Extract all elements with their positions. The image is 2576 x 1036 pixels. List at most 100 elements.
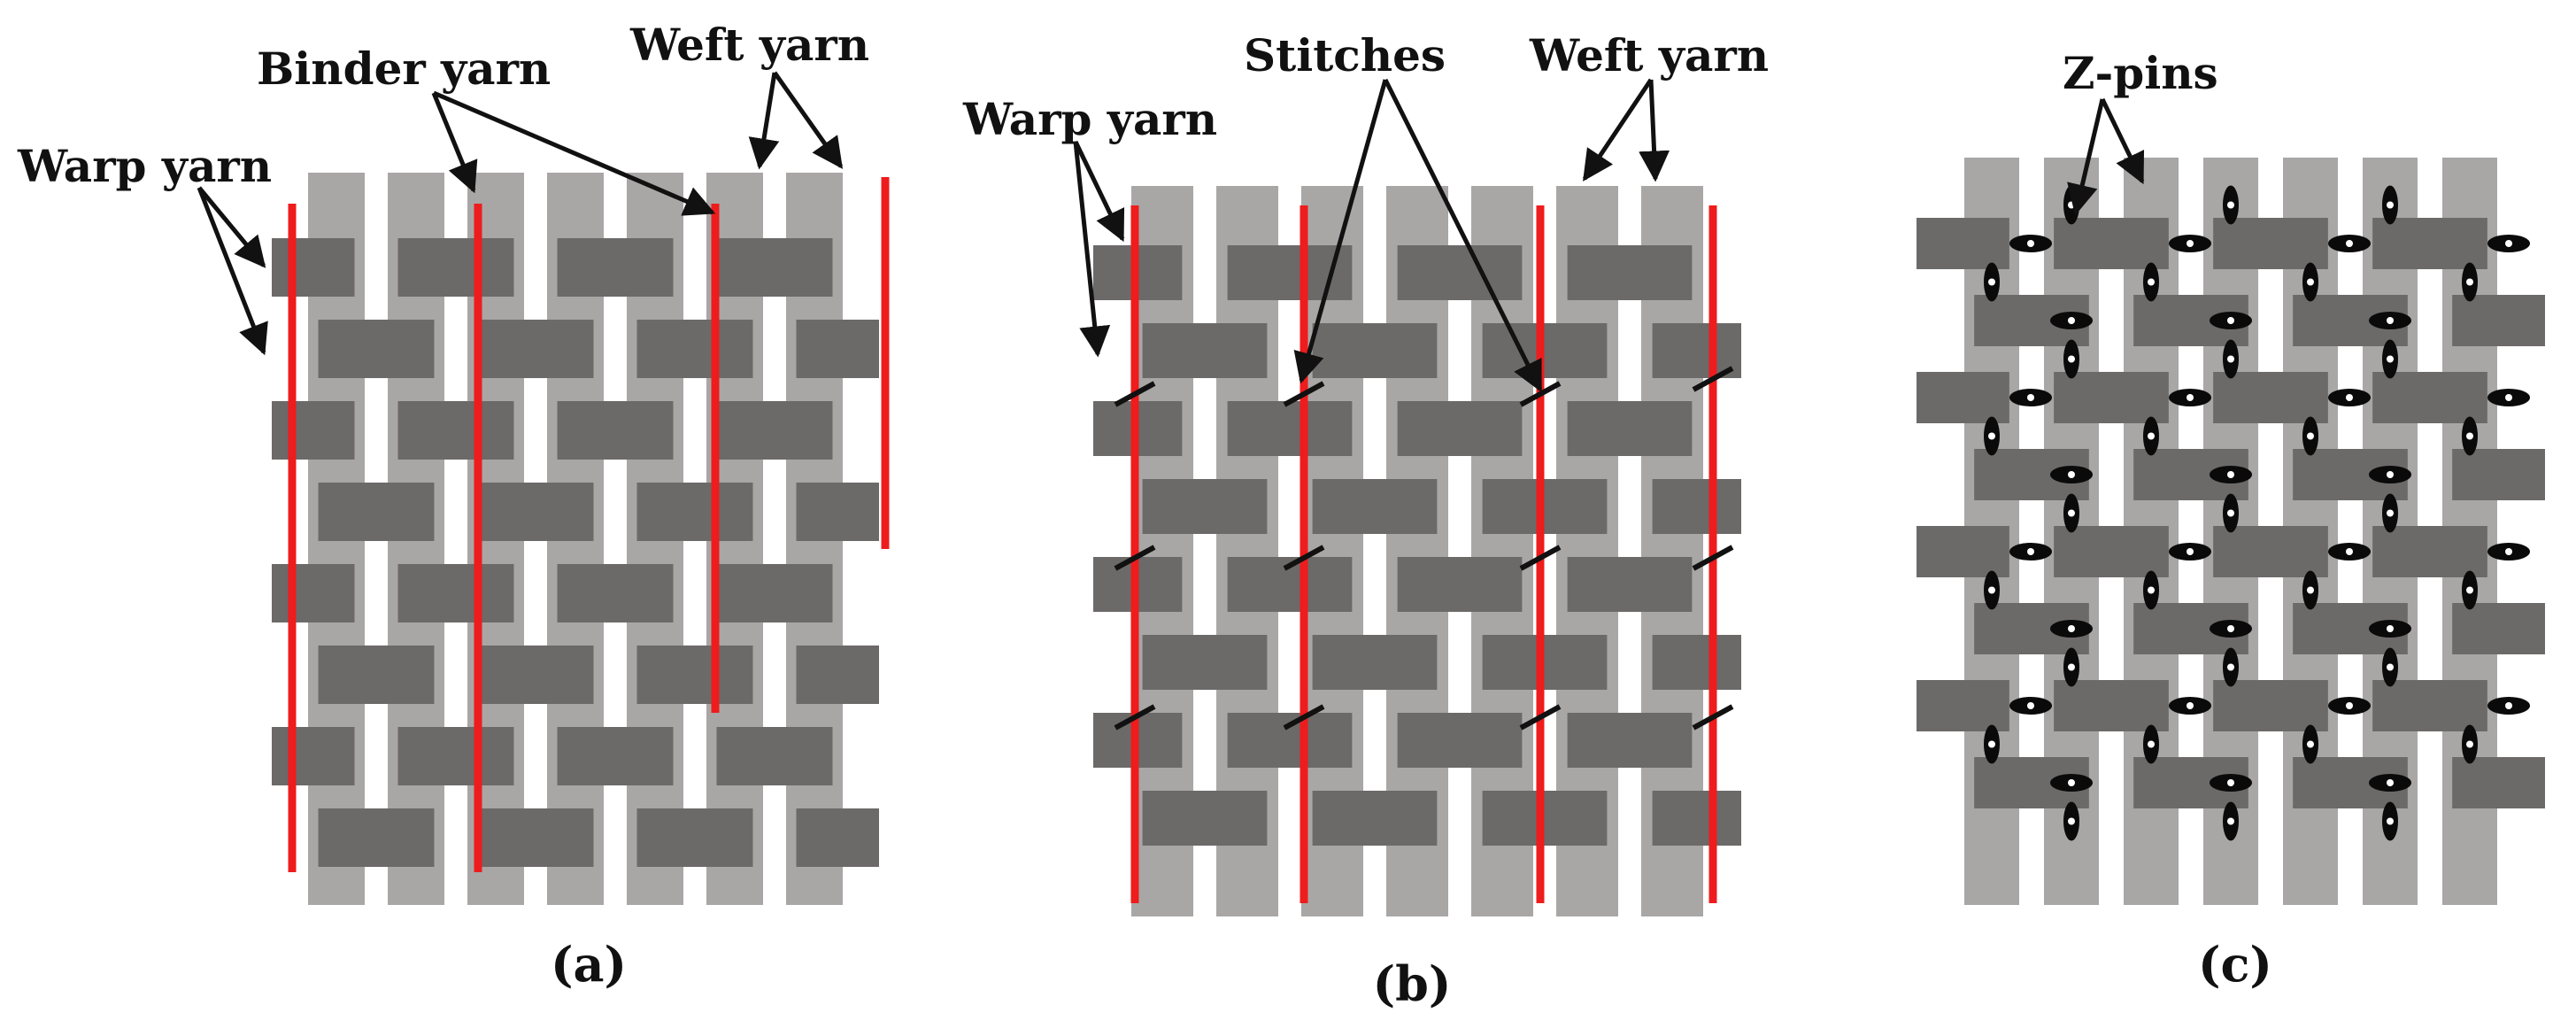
z-pin-center [2387,509,2394,517]
warp-arrow [197,186,266,268]
warp-yarn-segment [1567,713,1693,768]
stitch-mark [1114,704,1156,731]
z-pin-center [2387,317,2394,324]
z-pin-center [2505,394,2512,401]
warp-yarn-segment [397,564,514,622]
binder-arrow [431,92,478,194]
warp-yarn-segment [1482,479,1608,534]
weft-arrow [1639,79,1670,182]
warp-yarn-segment [1917,526,2009,577]
stitch-mark [1283,381,1325,407]
panel-c-caption: (c) [2198,936,2272,993]
z-pin-center [2346,702,2353,709]
warp-yarn-segment [318,320,435,378]
z-pin-center [2466,586,2473,594]
z-pin-center [2307,740,2314,748]
panel-b-arrows [1073,78,1670,393]
warp-yarn-segment [397,727,514,785]
warp-yarn-segment [397,238,514,297]
z-pin-center [1988,432,1995,440]
panel-c-weave [1917,158,2545,905]
warp-yarn-segment [716,238,833,297]
warp-yarn-segment [1917,372,2009,423]
warp-yarn-segment [1652,479,1741,534]
warp-yarn-segment [1142,323,1268,378]
warp-yarn-segment [1482,791,1608,846]
z-pin-center [2187,548,2194,555]
z-pin-center [2227,355,2234,363]
warp-arrow [1073,140,1125,243]
z-pin-center [2068,355,2075,363]
warp-yarn-segment [716,401,833,460]
z-pin-center [2227,509,2234,517]
z-pin-center [2466,278,2473,286]
warp-yarn-segment [1397,245,1523,300]
z-pin-center [2505,240,2512,247]
panel-a-arrows [197,71,844,356]
warp-yarn-segment [2054,526,2169,577]
stitch-mark [1692,704,1734,731]
z-pin-arrow [2067,98,2105,216]
panel-a-binder-yarn-label: Binder yarn [257,43,551,95]
panel-b-stitches-label: Stitches [1244,29,1446,81]
warp-yarn-segment [1567,245,1693,300]
z-pin-center [2346,548,2353,555]
warp-yarn-segment [2372,680,2487,731]
warp-arrow [1073,141,1111,358]
z-pin-center [2027,394,2034,401]
warp-yarn-segment [1142,791,1268,846]
warp-yarn-segment [1567,557,1693,612]
warp-yarn-segment [2213,526,2328,577]
warp-yarn-segment [1312,791,1438,846]
warp-yarn-segment [2213,218,2328,269]
z-pin-center [2027,240,2034,247]
warp-yarn-segment [2372,218,2487,269]
warp-yarn-segment [397,401,514,460]
warp-yarn-segment [477,646,594,704]
panel-c-z-pins [1984,185,2530,841]
warp-yarn-segment [2452,295,2545,346]
warp-yarn-segment [636,483,753,541]
z-pin-center [2227,201,2234,209]
warp-yarn-segment [477,483,594,541]
z-pin-center [1988,278,1995,286]
warp-yarn-segment [557,401,674,460]
warp-yarn-segment [716,727,833,785]
z-pin-center [2227,471,2234,478]
warp-yarn-segment [557,238,674,297]
stitch-mark [1692,366,1734,392]
panel-b-caption: (b) [1373,955,1452,1012]
z-pin-center [1988,586,1995,594]
warp-yarn-segment [272,238,355,297]
z-pin-arrow [2100,97,2145,185]
z-pin-center [1988,740,1995,748]
z-pin-center [2068,817,2075,825]
stitch-mark [1114,381,1156,407]
warp-yarn-segment [318,483,435,541]
warp-yarn-segment [272,727,355,785]
z-pin-center [2466,432,2473,440]
warp-yarn-segment [272,401,355,460]
z-pin-center [2387,355,2394,363]
stitch-mark [1283,704,1325,731]
warp-yarn-segment [477,320,594,378]
panel-b-warp-yarn-label: Warp yarn [962,93,1217,145]
panel-c-z-pins-label: Z-pins [2063,47,2218,99]
warp-yarn-segment [2054,218,2169,269]
warp-yarn-segment [557,727,674,785]
z-pin-center [2068,663,2075,671]
warp-yarn-segment [318,808,435,867]
z-pin-center [2148,586,2155,594]
z-pin-center [2387,201,2394,209]
z-pin-center [2387,817,2394,825]
z-pin-center [2387,471,2394,478]
warp-yarn-segment [1652,791,1741,846]
stitch-mark [1114,545,1156,571]
z-pin-center [2227,779,2234,786]
z-pin-center [2068,201,2075,209]
z-pin-center [2505,548,2512,555]
warp-yarn-segment [1312,635,1438,690]
warp-yarn-segment [2054,680,2169,731]
warp-yarn-segment [272,564,355,622]
warp-yarn-segment [1227,401,1353,456]
